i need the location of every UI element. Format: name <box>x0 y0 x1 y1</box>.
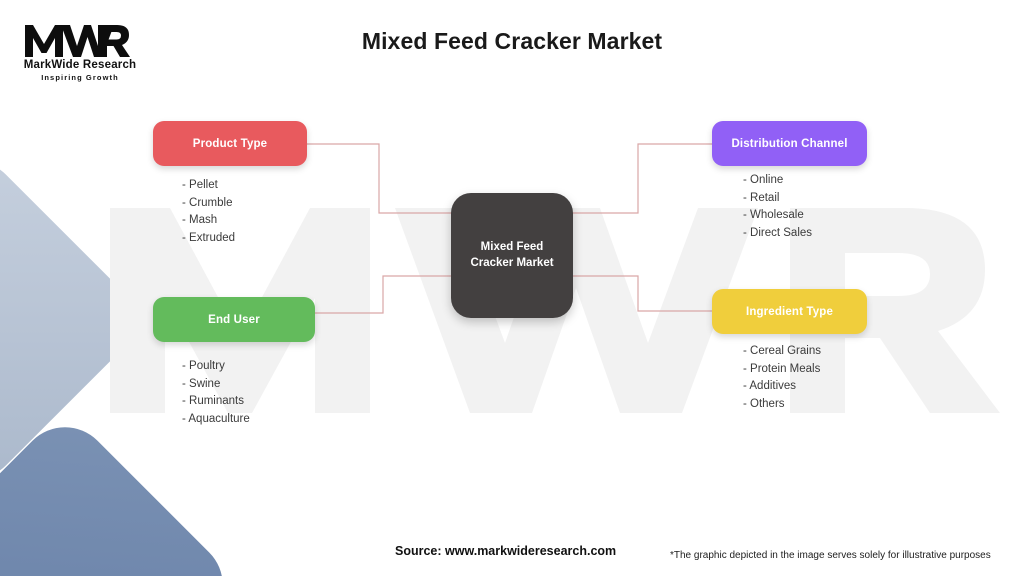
list-distribution-channel: - Online - Retail - Wholesale - Direct S… <box>743 172 812 242</box>
node-product-type[interactable]: Product Type <box>153 121 307 166</box>
connector-end-user <box>315 275 452 314</box>
node-end-user-label: End User <box>208 313 260 326</box>
page-title: Mixed Feed Cracker Market <box>361 28 663 54</box>
list-item: - Mash <box>182 214 218 227</box>
connector-distribution-channel <box>572 143 712 214</box>
node-end-user[interactable]: End User <box>153 297 315 342</box>
list-item: - Extruded <box>182 231 236 244</box>
list-item: - Crumble <box>182 196 233 209</box>
list-item: - Ruminants <box>182 395 244 408</box>
mwr-monogram-icon <box>25 25 130 57</box>
node-distribution-channel-label: Distribution Channel <box>731 137 848 150</box>
source-text: Source: www.markwideresearch.com <box>395 544 617 558</box>
list-item: - Direct Sales <box>743 226 813 239</box>
brand-logo: MarkWide Research Inspiring Growth <box>18 22 142 84</box>
node-center-market-label: Mixed Feed Cracker Market <box>470 240 554 269</box>
node-ingredient-type[interactable]: Ingredient Type <box>712 289 867 334</box>
list-item: - Aquaculture <box>182 412 250 425</box>
connector-product-type <box>307 143 452 214</box>
list-end-user: - Poultry - Swine - Ruminants - Aquacult… <box>182 358 250 428</box>
list-item: - Additives <box>743 380 797 393</box>
list-item: - Poultry <box>182 360 225 372</box>
node-product-type-label: Product Type <box>192 137 268 150</box>
connector-ingredient-type <box>572 275 712 312</box>
list-item: - Pellet <box>182 179 218 191</box>
list-item: - Protein Meals <box>743 362 821 375</box>
brand-name: MarkWide Research <box>23 59 137 71</box>
disclaimer-text: *The graphic depicted in the image serve… <box>670 550 991 561</box>
list-item: - Online <box>743 174 784 186</box>
list-item: - Retail <box>743 191 780 204</box>
node-distribution-channel[interactable]: Distribution Channel <box>712 121 867 166</box>
list-item: - Swine <box>182 377 221 390</box>
list-ingredient-type: - Cereal Grains - Protein Meals - Additi… <box>743 343 821 413</box>
node-ingredient-type-label: Ingredient Type <box>745 305 834 318</box>
list-product-type: - Pellet - Crumble - Mash - Extruded <box>182 177 235 247</box>
list-item: - Wholesale <box>743 209 804 222</box>
list-item: - Others <box>743 397 785 410</box>
brand-tagline: Inspiring Growth <box>41 73 119 82</box>
node-center-market[interactable]: Mixed Feed Cracker Market <box>451 193 573 318</box>
list-item: - Cereal Grains <box>743 345 821 357</box>
